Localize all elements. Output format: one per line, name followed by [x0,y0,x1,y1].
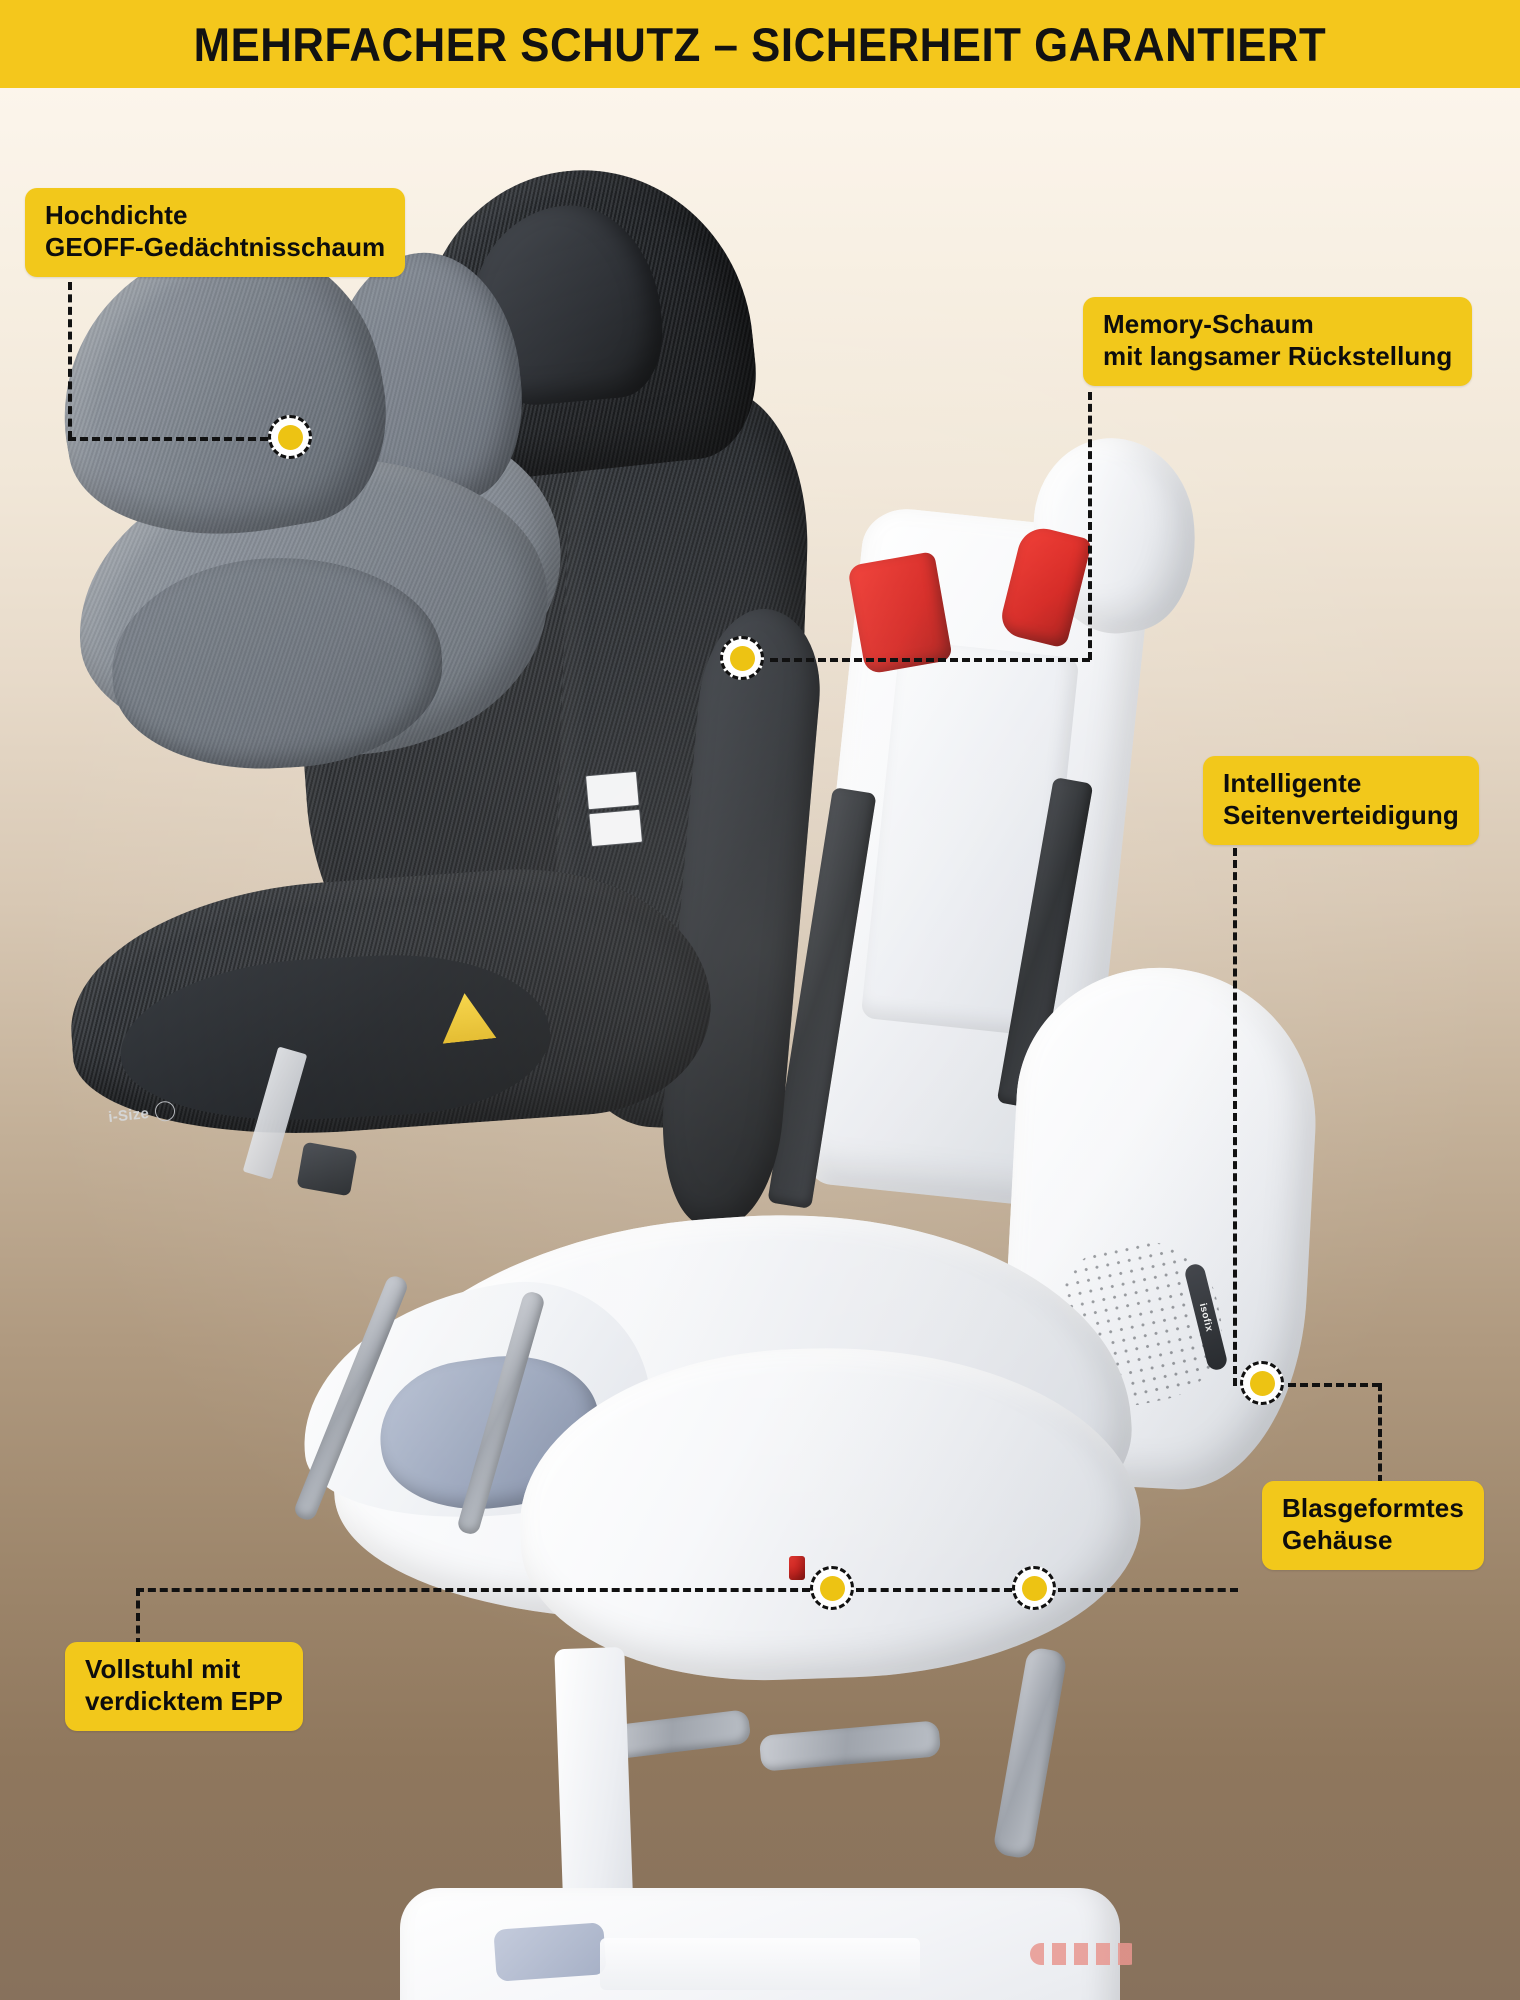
red-isofix-handle-b [847,551,953,675]
leader-line-blowmould-horizontal [1288,1383,1380,1387]
support-leg-c [992,1646,1068,1860]
leader-line-epp-vertical [136,1588,140,1646]
callout-blow-moulded-shell[interactable]: Blasgeformtes Gehäuse [1262,1481,1484,1570]
console-blue-lever [493,1922,607,1982]
leader-line-epp-horizontal-mid [856,1588,1012,1592]
red-indicator-tab [789,1556,805,1580]
marker-geoff[interactable] [268,415,312,459]
leader-line-memory-horizontal [770,658,1090,662]
leader-line-memory-vertical [1088,392,1092,660]
i-size-badge-circle [154,1100,176,1123]
console-indicator-badge [1030,1943,1140,1965]
i-size-badge-label: i-Size [107,1104,150,1126]
marker-shell[interactable] [1240,1361,1284,1405]
warning-sticker [584,770,644,848]
leader-line-blowmould-vertical [1378,1383,1382,1483]
marker-memory[interactable] [720,636,764,680]
console-instruction-label [600,1938,920,1990]
harness-buckle [296,1141,358,1197]
leader-line-epp-horizontal-right [1058,1588,1238,1592]
page-title: MEHRFACHER SCHUTZ – SICHERHEIT GARANTIER… [193,17,1327,71]
leader-line-side-defense-vertical [1233,848,1237,1386]
leader-line-geoff-vertical [68,282,72,439]
support-bracket-b [758,1720,942,1772]
header-banner: MEHRFACHER SCHUTZ – SICHERHEIT GARANTIER… [0,0,1520,88]
marker-epp-a[interactable] [810,1566,854,1610]
leader-line-epp-horizontal-left [136,1588,810,1592]
marker-epp-b[interactable] [1012,1566,1056,1610]
callout-memory-foam-slow[interactable]: Memory-Schaum mit langsamer Rückstellung [1083,297,1473,386]
callout-epp-full-chair[interactable]: Vollstuhl mit verdicktem EPP [65,1642,303,1731]
callout-side-defense[interactable]: Intelligente Seitenverteidigung [1203,756,1479,845]
callout-geoff-memory-foam[interactable]: Hochdichte GEOFF-Gedächtnisschaum [25,188,406,277]
leader-line-geoff-horizontal [68,437,268,441]
